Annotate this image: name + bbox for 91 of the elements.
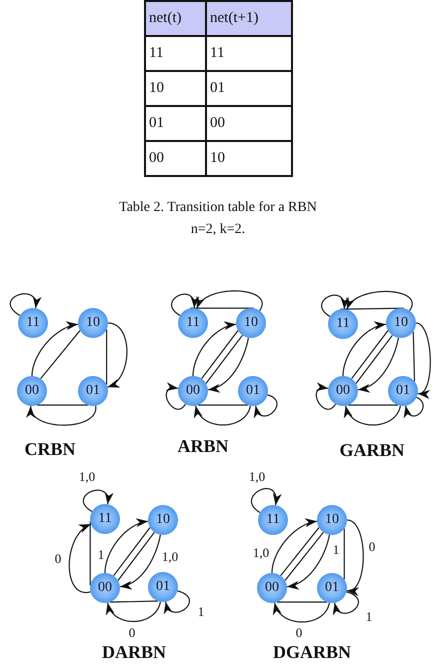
edge-label: 1 xyxy=(96,548,106,562)
table-cell: 11 xyxy=(206,36,292,71)
graph-title: DGARBN xyxy=(273,642,351,662)
table-caption: Table 2. Transition table for a RBN n=2, k=2. xyxy=(118,199,318,239)
state-node: 10 xyxy=(78,308,108,338)
line xyxy=(412,332,416,382)
state-node: 10 xyxy=(148,505,178,535)
table-cell: 11 xyxy=(145,36,206,71)
edge-label: 1,0 xyxy=(248,470,266,484)
state-node: 00 xyxy=(178,376,208,406)
state-node: 01 xyxy=(238,376,268,406)
graph-title: GARBN xyxy=(340,440,404,460)
table-cell: 01 xyxy=(145,106,206,141)
arrow xyxy=(106,602,161,622)
line xyxy=(344,528,345,580)
loop-arrow xyxy=(166,382,186,410)
graph-title: CRBN xyxy=(24,439,76,459)
arrow xyxy=(358,338,399,393)
state-node: 11 xyxy=(178,308,208,338)
loop-arrow xyxy=(404,396,424,418)
edge-label: 1,0 xyxy=(252,546,270,560)
state-node: 01 xyxy=(78,376,108,406)
arrow xyxy=(192,321,236,376)
arrow xyxy=(342,321,386,376)
state-node: 01 xyxy=(317,573,347,603)
arrow xyxy=(26,406,96,426)
arrow xyxy=(196,290,263,311)
edge-label: 0 xyxy=(368,540,376,554)
edge-label: 1,0 xyxy=(78,470,96,484)
arrow xyxy=(68,524,92,594)
edge-label: 1,0 xyxy=(160,550,180,564)
line xyxy=(37,404,88,406)
graph-title: ARBN xyxy=(178,436,228,456)
table-cell: 10 xyxy=(145,71,206,106)
line xyxy=(110,600,158,603)
state-node: 00 xyxy=(17,376,47,406)
arrow xyxy=(286,534,330,590)
loop-arrow xyxy=(10,293,42,316)
arrow xyxy=(272,602,330,623)
edge-label: 1 xyxy=(364,610,374,624)
edge-label: 0 xyxy=(294,626,304,640)
loop-arrow xyxy=(316,382,336,410)
line xyxy=(106,329,108,385)
state-node: 00 xyxy=(257,573,287,603)
state-node: 00 xyxy=(90,573,120,603)
table-cell: 00 xyxy=(206,106,292,141)
arrow xyxy=(416,322,431,399)
loop-arrow xyxy=(250,488,282,513)
loop-arrow xyxy=(164,590,190,614)
line xyxy=(90,522,91,586)
state-node: 10 xyxy=(236,308,266,338)
line xyxy=(40,330,80,380)
table-cell: 00 xyxy=(145,141,206,176)
arrow xyxy=(104,518,148,574)
graph-title: DARBN xyxy=(102,642,166,662)
state-node: 01 xyxy=(148,572,178,602)
state-node: 01 xyxy=(388,376,418,406)
arrow xyxy=(271,518,318,574)
arrow xyxy=(208,338,249,393)
arrow xyxy=(346,519,364,596)
arrow xyxy=(31,321,78,376)
edge-label: 0 xyxy=(128,626,136,640)
arrow xyxy=(346,290,413,311)
edge-label: 1 xyxy=(196,605,206,619)
line xyxy=(277,602,327,603)
table-cell: 10 xyxy=(206,141,292,176)
arrow xyxy=(344,406,401,426)
line xyxy=(198,404,248,406)
state-node: 11 xyxy=(18,308,48,338)
edge-label: 1 xyxy=(332,543,340,557)
line xyxy=(340,308,404,310)
arrow xyxy=(107,322,128,388)
state-node: 10 xyxy=(317,505,347,535)
loop-arrow xyxy=(332,591,359,616)
arrow xyxy=(194,406,251,426)
column-header: net(t) xyxy=(145,1,206,36)
state-node: 11 xyxy=(90,504,120,534)
loop-arrow xyxy=(171,294,200,316)
state-node: 11 xyxy=(258,505,288,535)
state-node: 00 xyxy=(328,376,358,406)
column-header: net(t+1) xyxy=(206,1,292,36)
table-cell: 01 xyxy=(206,71,292,106)
state-node: 11 xyxy=(328,309,358,339)
line xyxy=(348,404,398,406)
loop-arrow xyxy=(321,294,350,317)
arrow xyxy=(120,534,161,590)
edge-label: 0 xyxy=(54,552,62,566)
line xyxy=(190,308,254,309)
state-node: 10 xyxy=(386,308,416,338)
loop-arrow xyxy=(82,490,114,512)
loop-arrow xyxy=(254,394,278,418)
